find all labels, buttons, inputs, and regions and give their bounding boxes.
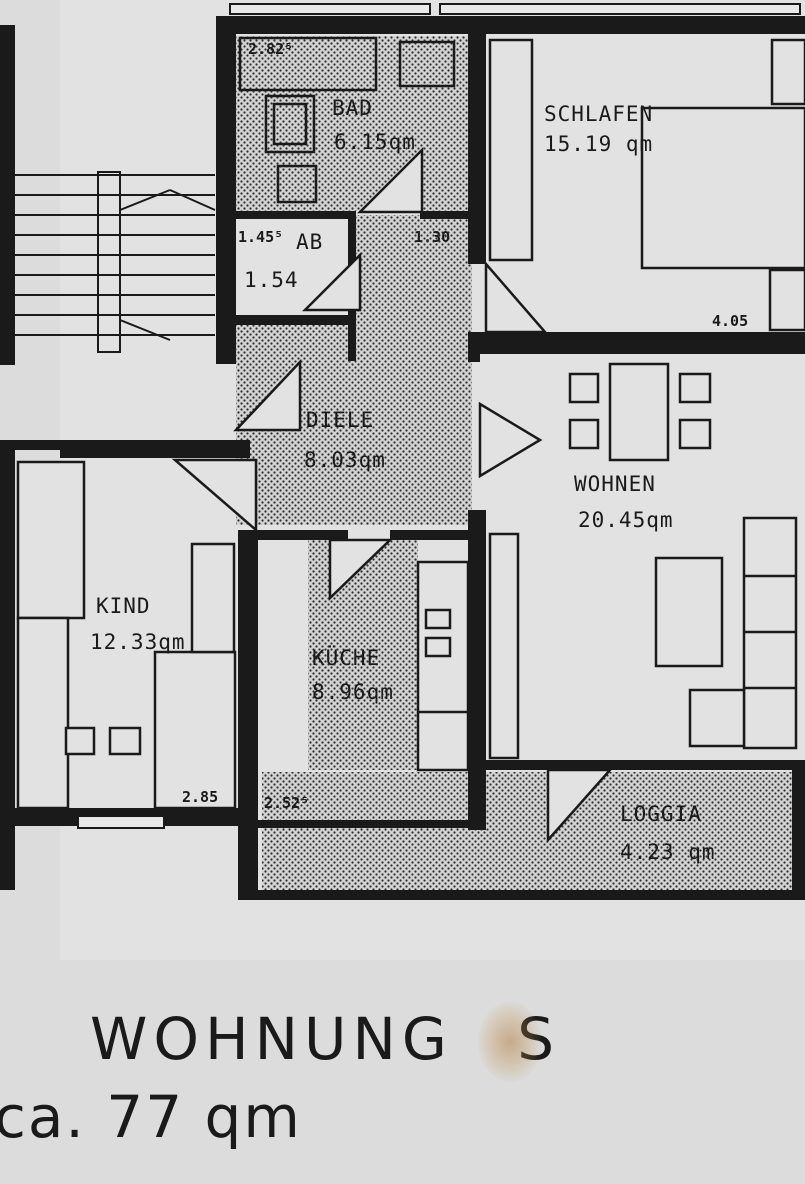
room-name-schlafen: SCHLAFEN [544, 102, 654, 126]
dimension-schlafen-width: 4.05 [712, 312, 749, 330]
room-area-ab: 1.54 [244, 268, 299, 292]
room-area-wohnen: 20.45qm [578, 508, 674, 532]
living-furniture [488, 362, 798, 760]
door-swings [171, 146, 613, 844]
room-area-kueche: 8.96qm [312, 680, 394, 704]
room-name-kind: KIND [96, 594, 151, 618]
walls [0, 16, 805, 900]
room-area-schlafen: 15.19 qm [544, 132, 654, 156]
kitchen-counter [416, 560, 470, 772]
kids-room-furniture [16, 460, 237, 810]
windows [77, 3, 801, 829]
room-name-kueche: KÜCHE [312, 646, 381, 670]
room-name-bad: BAD [332, 96, 373, 120]
room-area-bad: 6.15qm [334, 130, 416, 154]
room-name-diele: DIELE [306, 408, 375, 432]
apartment-total-area: ca. 77 qm [0, 1083, 302, 1151]
dimension-bad-width: 2.82⁵ [248, 40, 294, 58]
dimension-kueche-width: 2.52⁵ [264, 794, 310, 812]
room-area-diele: 8.03qm [304, 448, 386, 472]
dimension-kind-width: 2.85 [182, 788, 219, 806]
apartment-letter: S [517, 1005, 560, 1073]
room-name-loggia: LOGGIA [620, 802, 702, 826]
apartment-title: WOHNUNG S [90, 1010, 560, 1068]
apartment-word: WOHNUNG [90, 1005, 453, 1073]
bedroom-furniture [488, 38, 805, 332]
dimension-ab-width: 1.45⁵ [238, 228, 284, 246]
room-area-loggia: 4.23 qm [620, 840, 716, 864]
paper-stain [478, 1002, 542, 1082]
room-area-kind: 12.33qm [90, 630, 186, 654]
staircase [15, 171, 216, 353]
bathroom-fixtures [238, 36, 456, 204]
room-name-wohnen: WOHNEN [574, 472, 656, 496]
room-name-ab: AB [296, 230, 324, 254]
dimension-diele-width: 1.30 [414, 228, 451, 246]
